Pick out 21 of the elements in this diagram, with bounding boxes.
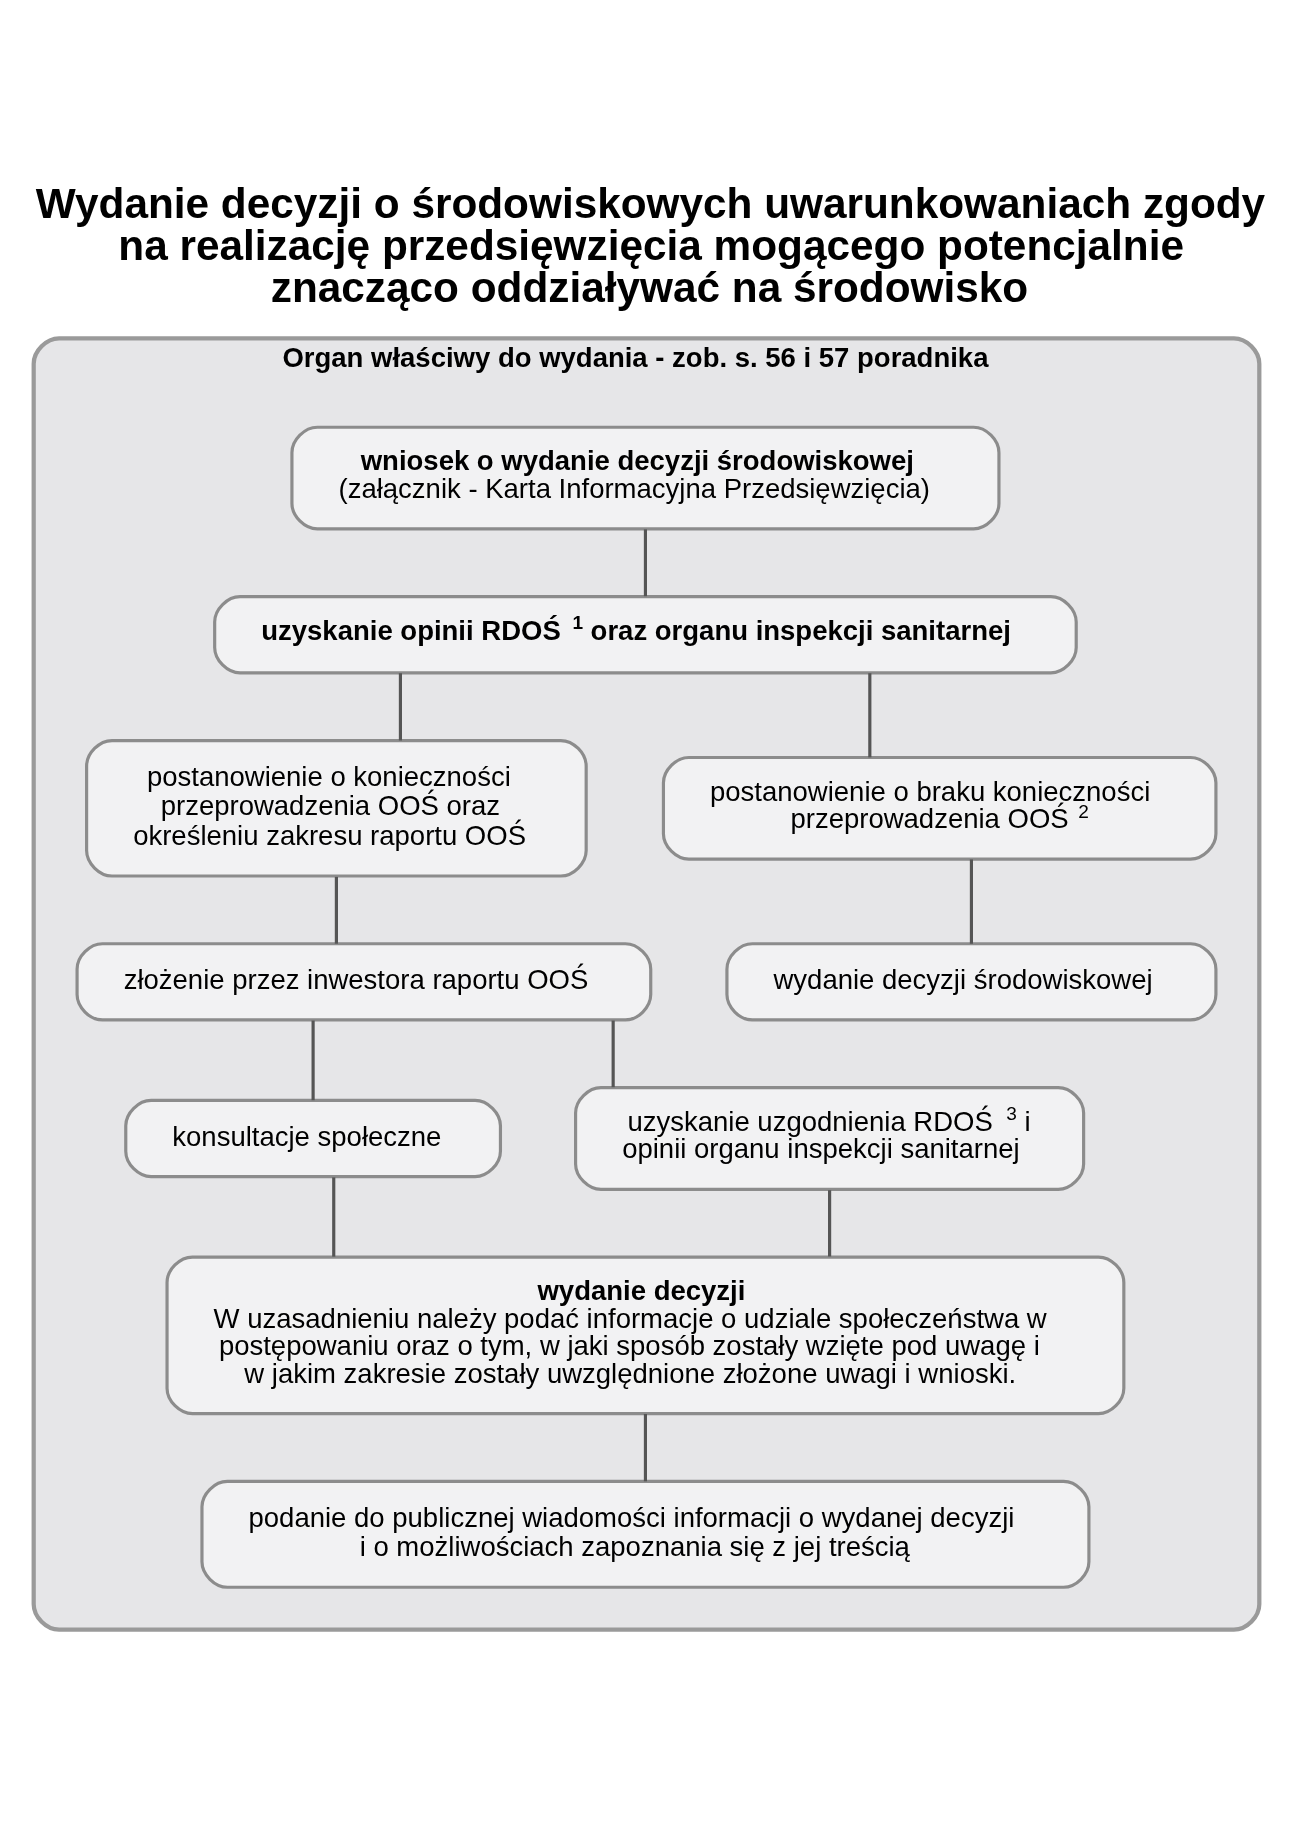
diagram-title: Wydanie decyzji o środowiskowych uwarunkowaniach zgody na realizację przedsięwzięcia mogącego potencjalnie znacząco oddziaływać na środowisko: [35, 179, 1266, 312]
connector: [868, 673, 872, 758]
node-box: wydanie decyzji W uzasadnieniu należy podać informacje o udziale społeczeństwa w postępowaniu oraz o tym, w jaki sposób zostały wzięte pod uwagę i w jakim zakresie zostały uwzględnione złożone uwagi i wnioski.: [165, 1255, 1126, 1416]
node-box: wydanie decyzji środowiskowej: [725, 942, 1218, 1022]
connector: [334, 876, 338, 944]
node-box: konsultacje społeczne: [124, 1098, 503, 1179]
node-box: podanie do publicznej wiadomości informacji o wydanej decyzji i o możliwościach zapoznania się z jej treścią: [200, 1479, 1091, 1589]
node-box: postanowienie o konieczności przeprowadzenia OOŚ oraz określeniu zakresu raportu OOŚ: [85, 738, 588, 878]
connector: [828, 1190, 832, 1257]
connector: [643, 529, 648, 597]
connector: [611, 1020, 615, 1088]
connector: [332, 1177, 336, 1257]
connector: [398, 673, 402, 741]
node-box: uzyskanie opinii RDOŚ$^{1}$ oraz organu inspekcji sanitarnej: [213, 595, 1078, 675]
connector: [311, 1020, 315, 1101]
node-box: złożenie przez inwestora raportu OOŚ: [75, 942, 653, 1022]
connector: [969, 859, 973, 944]
node-box: uzyskanie uzgodnienia RDOŚ$^{3}$ i opinii organu inspekcji sanitarnej: [574, 1086, 1086, 1191]
connector: [643, 1414, 648, 1482]
node-box: postanowienie o braku konieczności przeprowadzenia OOŚ$^{2}$: [661, 755, 1218, 861]
node-box: wniosek o wydanie decyzji środowiskowej (załącznik - Karta Informacyjna Przedsięwzięcia): [290, 425, 1001, 531]
